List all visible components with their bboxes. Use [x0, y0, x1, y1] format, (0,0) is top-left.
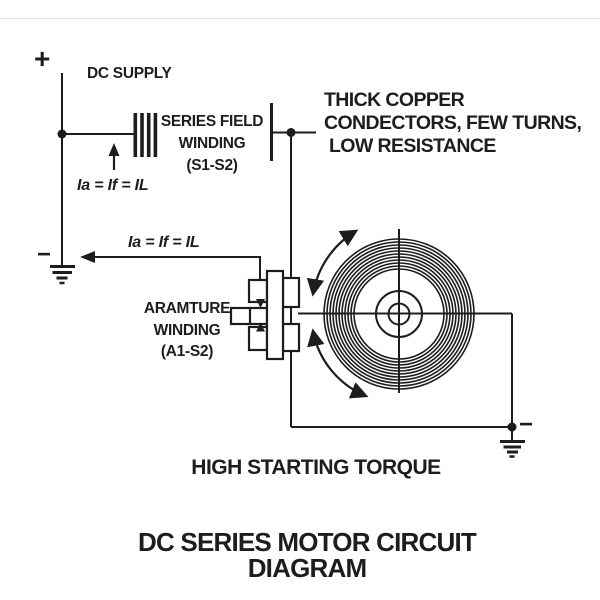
junction-dot: [286, 128, 296, 137]
armature-winding-line1: ARAMTURE: [143, 300, 231, 317]
current-equation-top: Ia = If = IL: [77, 177, 149, 194]
current-equation-return: Ia = If = IL: [128, 234, 200, 251]
page-divider-line: [0, 18, 600, 19]
minus-ground-label: −: [519, 411, 533, 438]
thick-copper-note-line1: THICK COPPER: [324, 89, 465, 111]
junction-dot: [57, 129, 67, 139]
series-field-winding-line1: SERIES FIELD: [160, 113, 264, 130]
high-starting-torque-note: HIGH STARTING TORQUE: [191, 456, 441, 479]
junction-dots: [57, 128, 517, 432]
ground-left-icon: [50, 265, 75, 285]
plus-terminal-label: +: [34, 43, 51, 74]
ground-right-icon: [500, 427, 525, 458]
armature-coil-icon: [323, 229, 475, 393]
thick-copper-note: THICK COPPER CONDECTORS, FEW TURNS, LOW …: [324, 89, 582, 158]
rotation-arrow-bottom-icon: [307, 328, 369, 399]
series-field-winding-line2: WINDING: [178, 135, 246, 152]
armature-winding-label: ARAMTURE WINDING (A1-S2): [139, 298, 235, 363]
minus-terminal-label: −: [37, 241, 51, 268]
armature-winding-line3: (A1-S2): [160, 343, 214, 360]
commutator-brush-icon: [229, 269, 301, 361]
series-field-winding-line3: (S1-S2): [186, 157, 238, 174]
thick-copper-note-line3: LOW RESISTANCE: [329, 135, 496, 157]
diagram-title: DC SERIES MOTOR CIRCUIT DIAGRAM: [138, 527, 477, 583]
series-field-winding-label: SERIES FIELD WINDING (S1-S2): [158, 111, 266, 177]
current-up-arrow-icon: [108, 143, 120, 170]
armature-winding-line2: WINDING: [153, 321, 221, 339]
rotation-arrow-top-icon: [306, 229, 359, 297]
dc-supply-label: DC SUPPLY: [87, 65, 172, 82]
thick-copper-note-line2: CONDECTORS, FEW TURNS,: [324, 112, 582, 134]
series-field-winding-icon: [133, 113, 158, 157]
junction-dot: [507, 422, 517, 432]
current-return-arrow-icon: [80, 251, 261, 281]
